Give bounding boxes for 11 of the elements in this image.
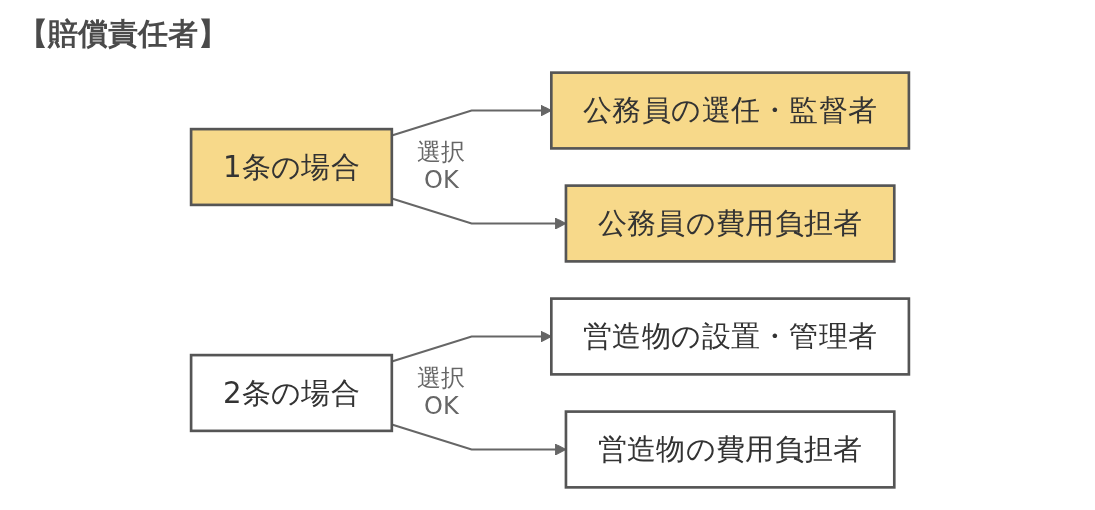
note-text: 選択OK [416, 365, 467, 421]
title: 【賠償責任者】 [18, 15, 228, 53]
node-box: 2条の場合 [189, 353, 394, 433]
node-box: 営造物の費用負担者 [564, 410, 896, 489]
note-text: 選択OK [416, 139, 467, 195]
arrow [391, 330, 552, 363]
node-box: 公務員の費用負担者 [564, 184, 896, 263]
node-box: 営造物の設置・管理者 [550, 297, 911, 376]
node-box: 公務員の選任・監督者 [550, 71, 911, 150]
node-box: 1条の場合 [189, 127, 394, 207]
arrow [391, 104, 552, 137]
